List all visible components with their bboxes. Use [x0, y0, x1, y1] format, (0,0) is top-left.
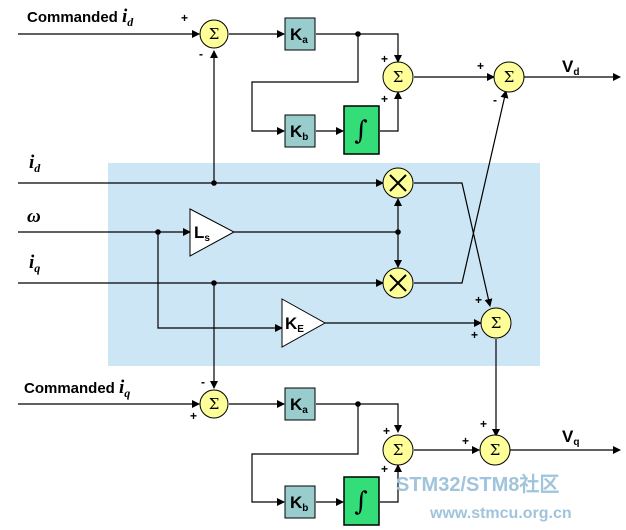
summing-junction-d-pi: Σ [382, 61, 414, 93]
summing-junction-feedforward: Σ [480, 307, 512, 339]
svg-text:∫: ∫ [354, 487, 368, 517]
svg-text:+: + [181, 11, 188, 25]
svg-text:Σ: Σ [209, 25, 220, 43]
svg-text:Ka: Ka [290, 25, 308, 46]
id-label: id [29, 152, 41, 175]
svg-text:+: + [190, 409, 197, 423]
summing-junction-id-error: Σ [199, 19, 229, 49]
vd-output-label: Vd [562, 57, 579, 78]
svg-text:www.stmcu.org.cn: www.stmcu.org.cn [429, 505, 572, 522]
multiplier-bottom [382, 267, 414, 299]
svg-text:Ka: Ka [290, 395, 308, 416]
watermark: STM32/STM8社区 www.stmcu.org.cn [396, 472, 572, 522]
svg-text:+: + [383, 424, 390, 438]
summing-junction-q-pi: Σ [382, 434, 414, 466]
multiplier-top [382, 167, 414, 199]
svg-text:KE: KE [285, 314, 304, 335]
svg-text:+: + [381, 52, 388, 66]
gain-triangle-ls: Ls [189, 208, 236, 257]
integrator-q: ∫ [343, 476, 380, 526]
decoupling-region [108, 163, 540, 366]
svg-text:Kb: Kb [290, 493, 308, 514]
svg-text:+: + [381, 462, 388, 476]
svg-text:∫: ∫ [354, 116, 368, 146]
svg-text:-: - [493, 93, 497, 107]
svg-text:Σ: Σ [491, 314, 502, 332]
gain-block-ka-d: Ka [284, 17, 316, 51]
svg-text:+: + [477, 59, 484, 73]
summing-junction-iq-error: Σ [199, 389, 229, 419]
svg-text:-: - [199, 47, 203, 61]
summing-junction-vq: Σ [479, 434, 511, 466]
omega-label: ω [27, 206, 41, 227]
svg-text:Σ: Σ [209, 395, 220, 413]
summing-junction-vd: Σ [493, 61, 525, 93]
summing-signs: + - + + + - + + - + + + + + [181, 11, 497, 476]
svg-text:STM32/STM8社区: STM32/STM8社区 [396, 472, 559, 496]
svg-text:+: + [462, 434, 469, 448]
gain-block-kb-q: Kb [284, 485, 316, 519]
vq-output-label: Vq [562, 427, 579, 448]
svg-text:Kb: Kb [290, 122, 308, 143]
svg-text:Σ: Σ [393, 68, 404, 86]
iq-label: iq [29, 252, 40, 275]
commanded-id-label: Commanded id [27, 6, 134, 29]
gain-block-ka-q: Ka [284, 387, 316, 421]
gain-triangle-ke: KE [281, 298, 327, 348]
svg-text:Σ: Σ [504, 68, 515, 86]
svg-text:-: - [201, 375, 205, 389]
svg-text:Σ: Σ [393, 441, 404, 459]
svg-text:+: + [475, 293, 482, 307]
svg-text:+: + [480, 417, 487, 431]
integrator-d: ∫ [343, 105, 380, 155]
commanded-iq-label: Commanded iq [24, 377, 130, 400]
svg-text:Σ: Σ [490, 441, 501, 459]
svg-text:Ls: Ls [194, 223, 210, 244]
signal-wires [18, 30, 621, 506]
svg-text:+: + [381, 92, 388, 106]
svg-text:+: + [471, 328, 478, 342]
gain-block-kb-d: Kb [284, 114, 316, 148]
junction-dots [155, 31, 401, 407]
